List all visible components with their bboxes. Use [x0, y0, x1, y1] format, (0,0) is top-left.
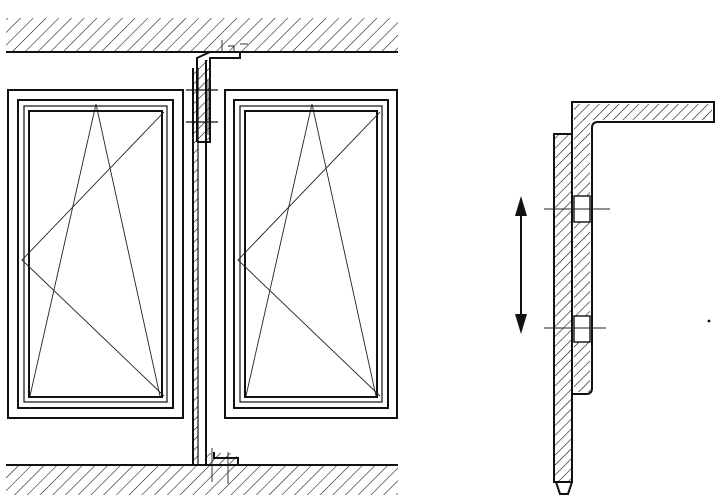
angle-bracket-section	[571, 101, 715, 395]
window-right	[224, 89, 398, 419]
opening-symbol-left	[21, 103, 165, 397]
bottom-bracket	[205, 448, 239, 484]
floor-slab	[6, 464, 398, 495]
stray-mark	[707, 319, 711, 323]
window-left	[7, 89, 184, 419]
adjustment-arrow	[515, 196, 527, 334]
opening-symbol-right	[237, 103, 381, 397]
top-bracket	[186, 40, 248, 143]
ceiling-slab	[6, 18, 398, 53]
